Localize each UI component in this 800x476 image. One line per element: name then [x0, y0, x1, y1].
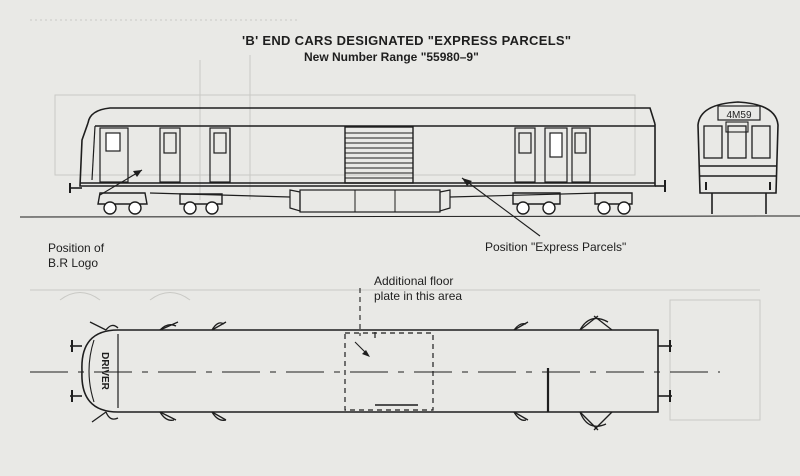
floor-label-line2: plate in this area: [374, 289, 463, 303]
cab-door: [99, 127, 129, 183]
end-window-left: [703, 125, 723, 159]
logo-position-label: Position of B.R Logo: [48, 241, 104, 271]
roller-shutter: [344, 126, 414, 184]
express-position-label: Position "Express Parcels": [485, 240, 627, 254]
floor-plate-area: [344, 332, 434, 411]
side-elevation: [19, 107, 800, 237]
rail-line: [19, 215, 800, 218]
side-door: [544, 127, 568, 183]
bogie-left: [97, 192, 223, 215]
floor-label-line1: Additional floor: [374, 274, 454, 288]
logo-leader: [99, 169, 143, 196]
page-subtitle: New Number Range "55980–9": [304, 50, 479, 64]
headcode-text: 4M59: [726, 110, 751, 121]
plan-body-outline: [81, 329, 659, 413]
ghost-background-lines: [30, 19, 761, 421]
logo-label-line2: B.R Logo: [48, 256, 99, 270]
end-elevation: [697, 101, 779, 214]
end-window-right: [751, 125, 771, 159]
underframe: [289, 189, 301, 212]
express-leader: [461, 177, 541, 237]
bogie-right: [512, 192, 633, 215]
car-roof: [87, 107, 656, 125]
side-door: [159, 127, 181, 183]
car-body: [79, 122, 656, 187]
headcode-box: [717, 105, 761, 121]
page-title: 'B' END CARS DESIGNATED "EXPRESS PARCELS…: [242, 33, 572, 48]
logo-label-line1: Position of: [48, 241, 105, 255]
floor-plate-label: Additional floor plate in this area: [374, 274, 462, 304]
plan-view: [30, 288, 720, 431]
end-window-centre: [727, 125, 747, 159]
cab-marking-text: DRIVER: [99, 352, 110, 391]
side-door: [209, 127, 231, 183]
side-door: [514, 127, 536, 183]
